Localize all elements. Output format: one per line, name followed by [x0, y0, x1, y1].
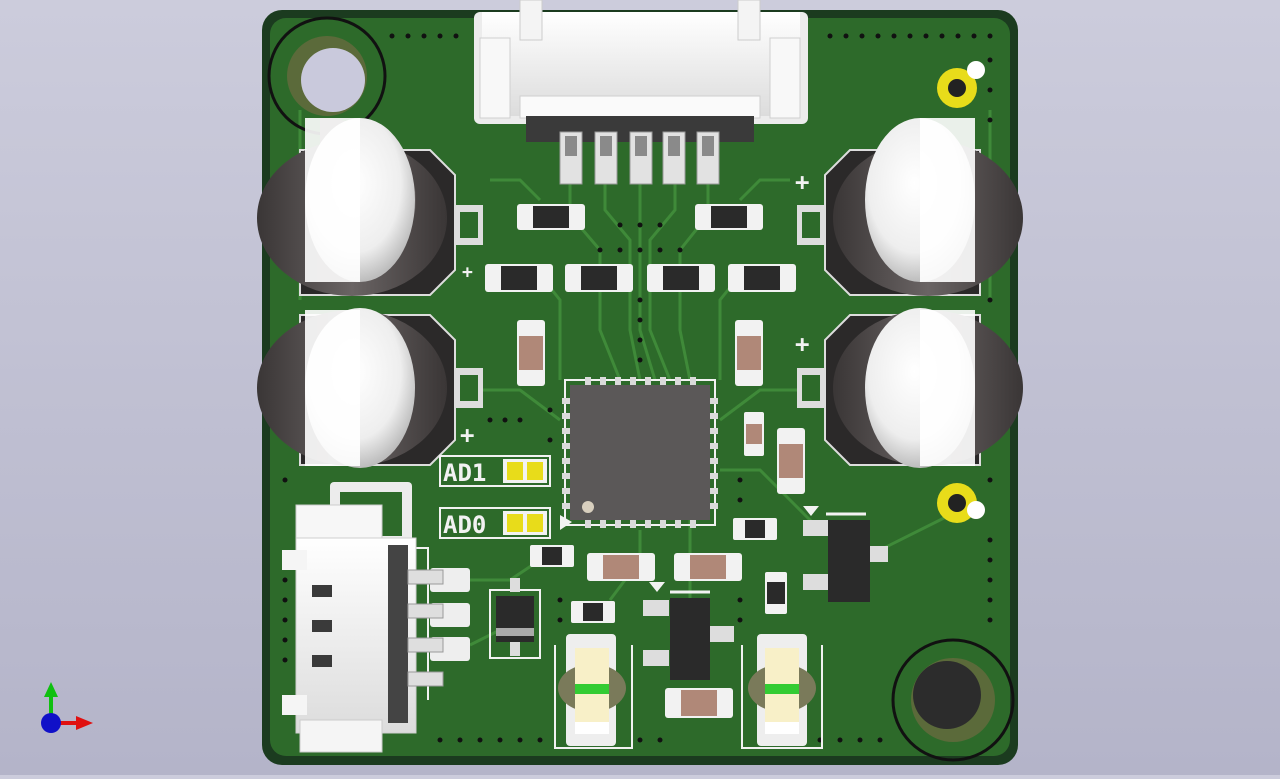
led-left: [554, 634, 633, 749]
left-connector: [282, 482, 470, 753]
x-axis-arrow-icon: [76, 716, 93, 730]
led-right: [741, 634, 823, 749]
vias: [282, 33, 993, 743]
y-axis-arrow-icon: [44, 682, 58, 697]
capacitor-bottom-right: [797, 308, 1023, 468]
jumper-ad1: AD1: [439, 455, 551, 487]
axis-gizmo[interactable]: [41, 682, 93, 733]
test-point-middle-right: [937, 483, 985, 523]
test-point-top-right: [937, 61, 985, 108]
main-qfn-ic: [560, 377, 718, 530]
jumper-ad0: AD0: [439, 507, 551, 539]
diode-d1: [489, 578, 541, 659]
ad1-label: AD1: [443, 459, 486, 487]
ad0-label: AD0: [443, 511, 486, 539]
smd-components: [485, 204, 805, 718]
plus-mark-top-right: +: [795, 168, 809, 196]
sot23-regulator-center: [643, 582, 734, 680]
z-axis-origin-icon: [41, 713, 61, 733]
plus-mark-bottom-left: +: [460, 421, 474, 449]
plus-mark-top-left: +: [462, 262, 473, 283]
sot23-regulator-right: [803, 506, 888, 602]
top-connector: [474, 0, 808, 185]
capacitor-top-left: [257, 118, 483, 296]
capacitor-top-right: [797, 118, 1023, 296]
plus-mark-bottom-right: +: [795, 330, 809, 358]
capacitor-bottom-left: [257, 308, 483, 468]
mounting-hole-bottom-right: [891, 638, 1015, 762]
